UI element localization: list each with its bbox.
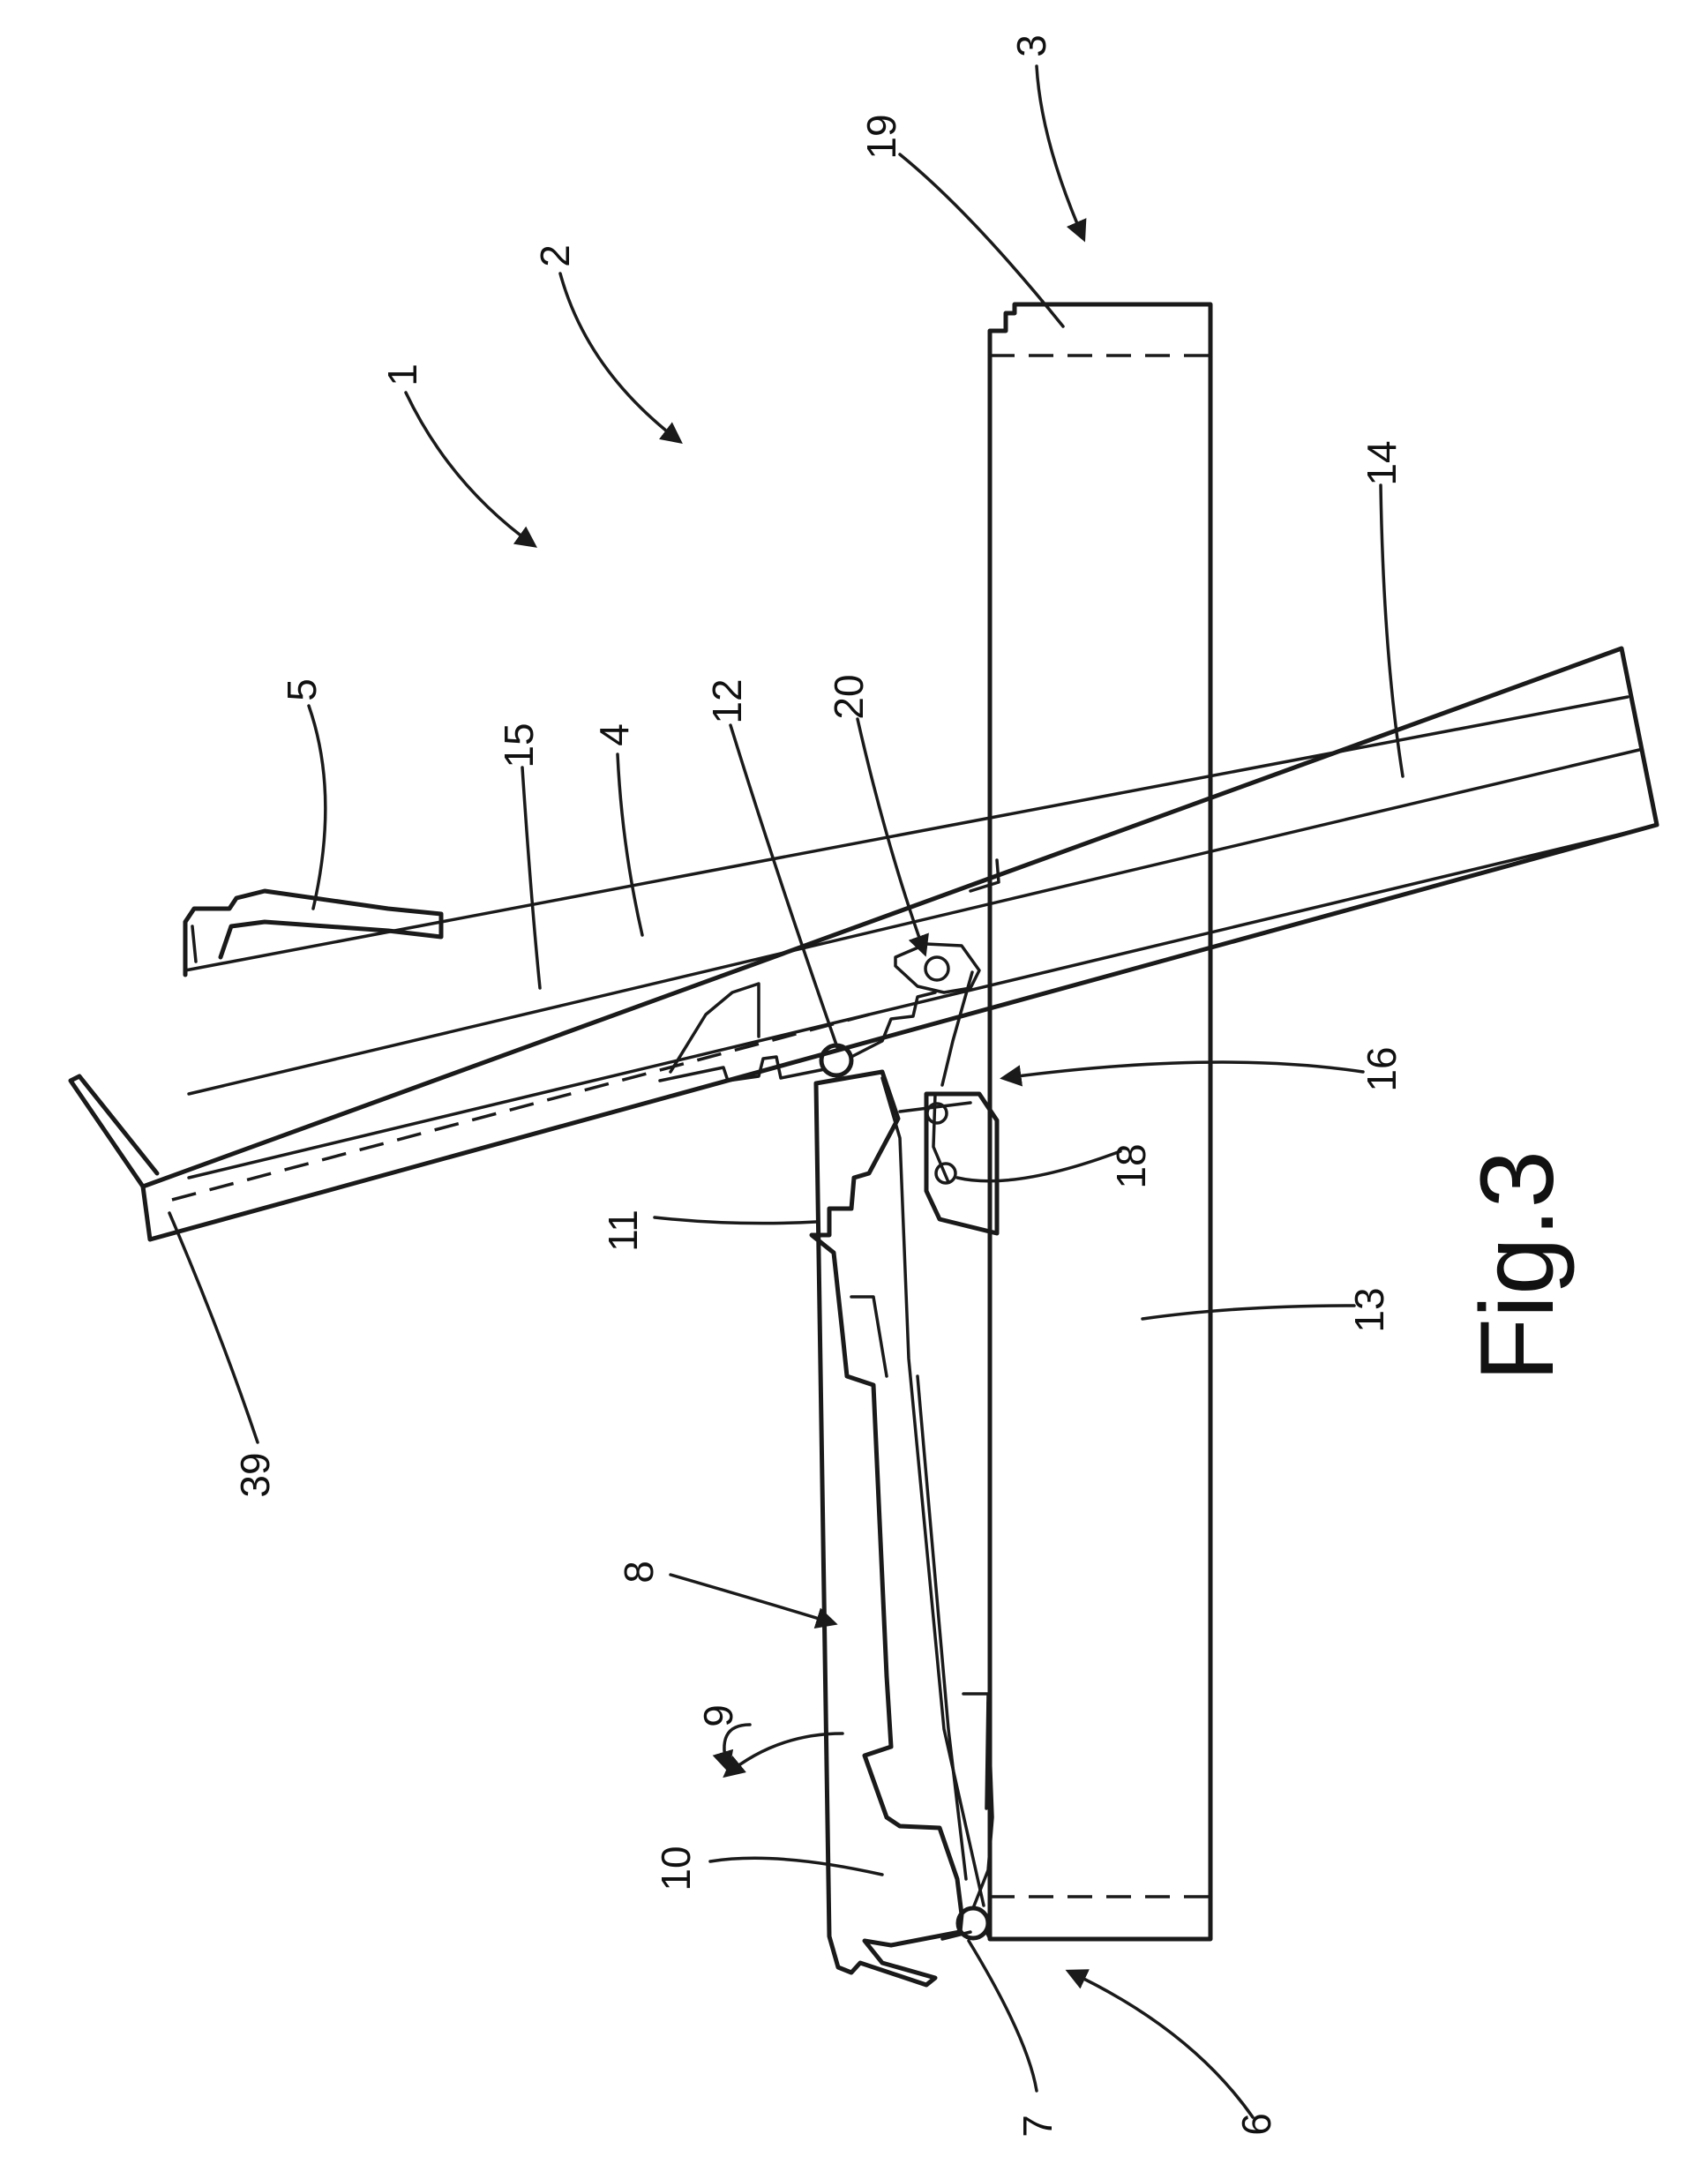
- label-18: 18: [1108, 1143, 1154, 1188]
- label-9: 9: [695, 1704, 741, 1727]
- label-7: 7: [1015, 2115, 1060, 2138]
- label-14: 14: [1359, 440, 1405, 485]
- figure-caption: Fig.3: [1459, 1150, 1576, 1382]
- label-13: 13: [1346, 1287, 1392, 1332]
- label-6: 6: [1233, 2113, 1279, 2136]
- label-15: 15: [496, 723, 542, 768]
- label-10: 10: [653, 1846, 699, 1891]
- fitting-lower: [926, 1094, 997, 1233]
- label-19: 19: [858, 114, 904, 159]
- label-5: 5: [279, 678, 325, 701]
- label-20: 20: [826, 674, 872, 719]
- label-8: 8: [616, 1561, 662, 1584]
- label-11: 11: [600, 1209, 646, 1252]
- label-4: 4: [591, 723, 637, 746]
- window-frame: [990, 304, 1210, 1939]
- label-39: 39: [232, 1452, 278, 1497]
- label-16: 16: [1359, 1046, 1405, 1091]
- label-1: 1: [379, 363, 425, 386]
- scissor-arm: [812, 1072, 993, 1985]
- label-2: 2: [532, 244, 578, 267]
- sash: [71, 648, 1657, 1239]
- label-3: 3: [1008, 34, 1054, 57]
- leader-lines: [169, 66, 1403, 2117]
- label-12: 12: [704, 678, 750, 723]
